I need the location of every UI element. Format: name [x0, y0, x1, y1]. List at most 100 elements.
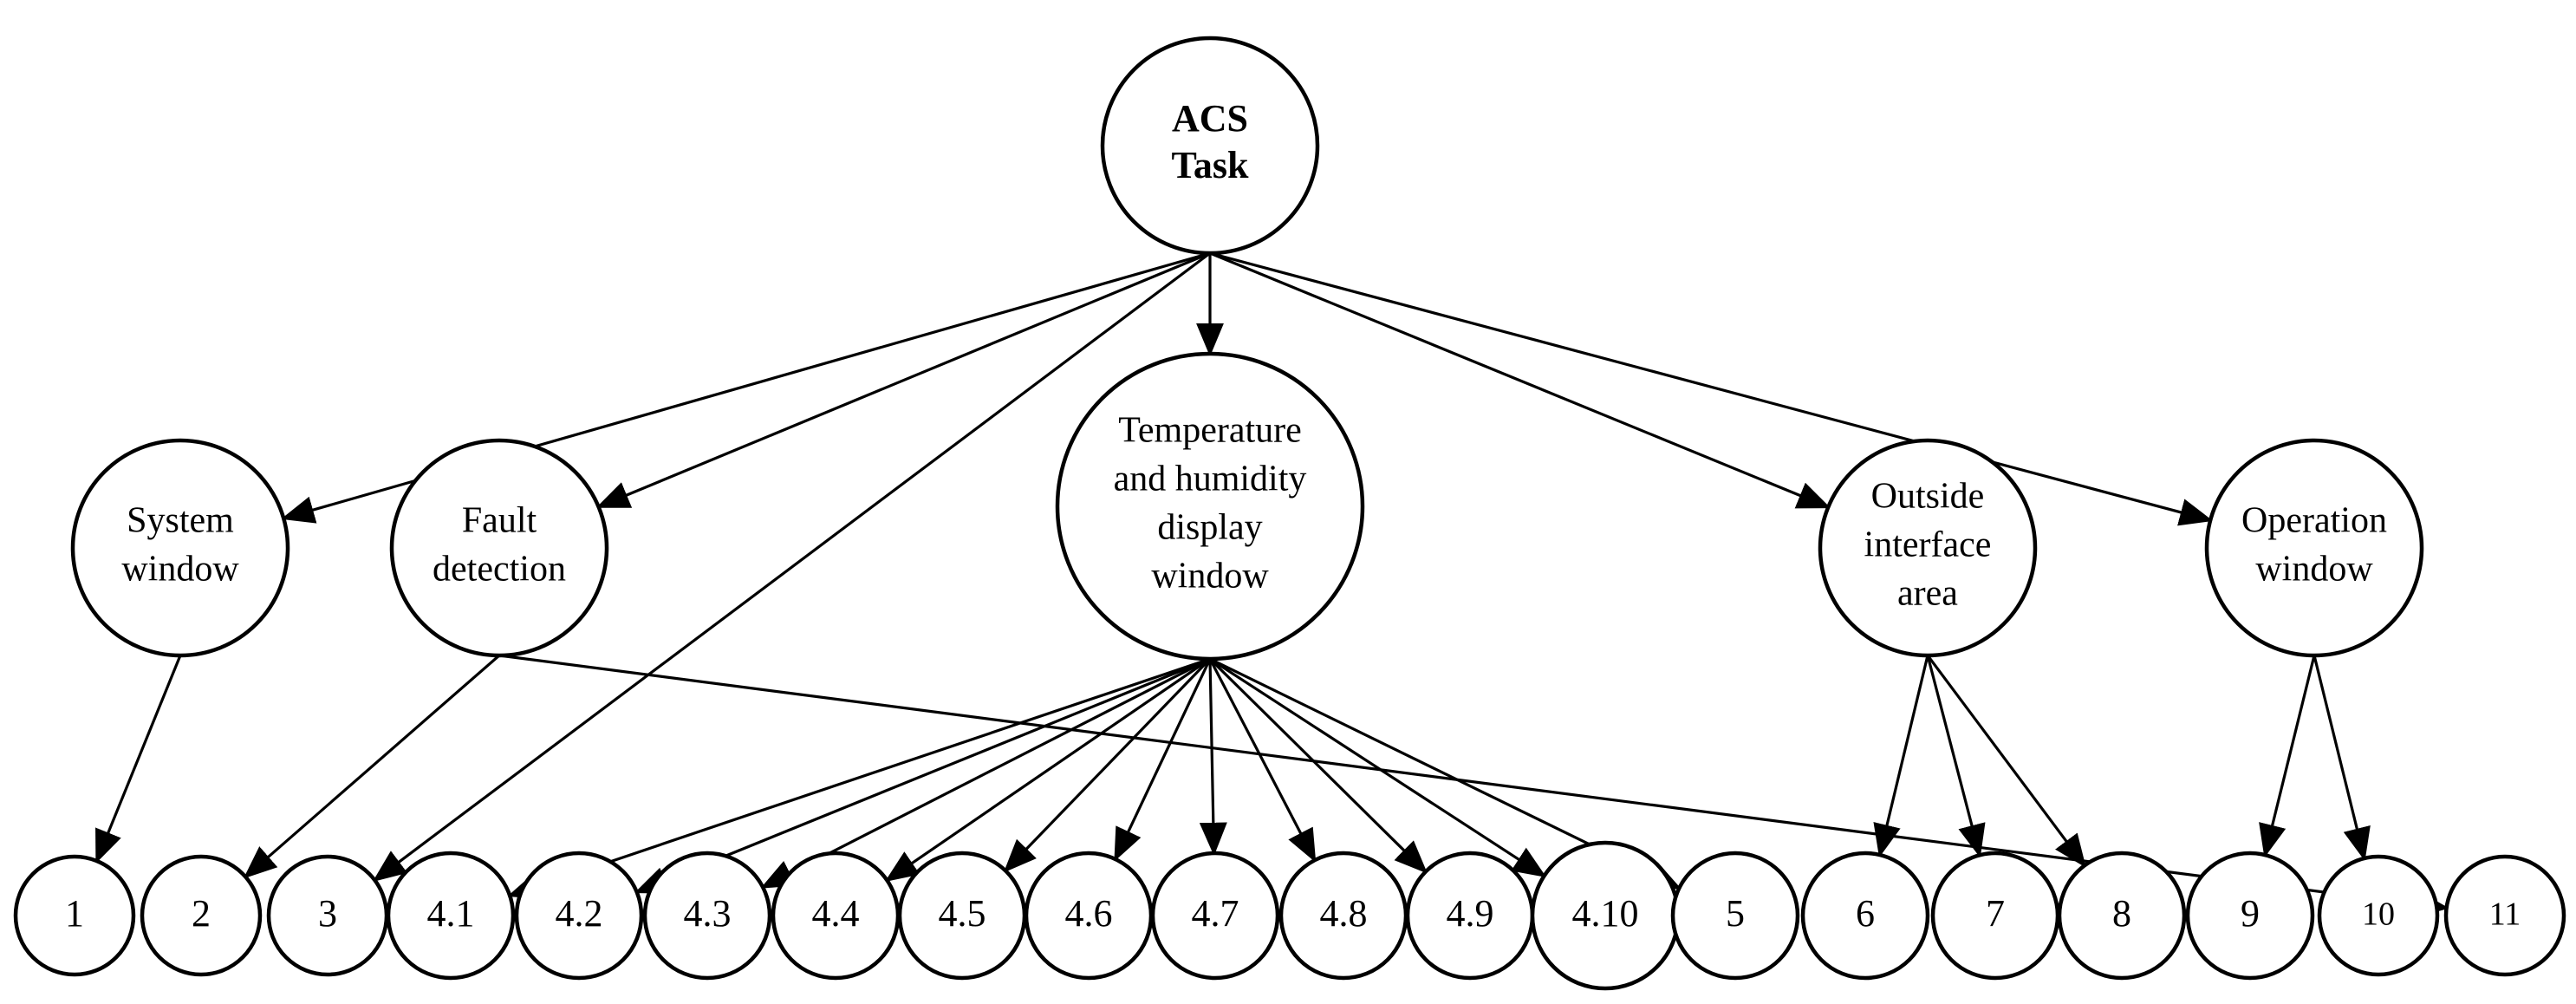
leaf-node-l3: 3 — [266, 854, 389, 977]
node-circle-system — [70, 438, 290, 658]
leaf-node-l42: 4.2 — [514, 851, 644, 981]
leaf-node-l49: 4.9 — [1405, 851, 1535, 981]
leaf-circle-l2 — [140, 854, 263, 977]
node-operation: Operation window — [2204, 438, 2424, 658]
leaf-label-l10: 10 — [2362, 896, 2395, 933]
leaf-circle-l10 — [2317, 854, 2440, 977]
leaf-label-l410: 4.10 — [1572, 892, 1639, 935]
leaf-node-l6: 6 — [1800, 851, 1930, 981]
leaf-node-l41: 4.1 — [386, 851, 516, 981]
node-circle-operation — [2204, 438, 2424, 658]
leaf-label-l46: 4.6 — [1065, 892, 1113, 935]
node-label-temp: display — [1157, 508, 1262, 548]
edge-temp-to-l47 — [1199, 658, 1227, 857]
edge-operation-to-l9 — [2259, 655, 2316, 858]
edge-temp-to-l44 — [884, 657, 1211, 883]
leaf-label-l42: 4.2 — [556, 892, 603, 935]
node-label-operation: window — [2255, 550, 2373, 590]
leaf-node-l7: 7 — [1930, 851, 2060, 981]
leaf-circle-l5 — [1670, 851, 1800, 981]
edge-temp-to-l42 — [634, 657, 1211, 894]
leaf-label-l48: 4.8 — [1320, 892, 1368, 935]
edge-temp-to-l48 — [1208, 658, 1317, 863]
edge-acs-to-fault — [595, 251, 1211, 508]
leaf-label-l5: 5 — [1726, 892, 1745, 935]
leaf-circle-l43 — [642, 851, 772, 981]
node-label-outside: area — [1897, 574, 1958, 614]
leaf-node-l47: 4.7 — [1150, 851, 1280, 981]
node-circle-outside — [1818, 438, 2038, 658]
node-label-fault: detection — [433, 550, 566, 590]
node-label-operation: Operation — [2241, 501, 2387, 541]
edge-operation-to-l10 — [2313, 655, 2371, 862]
leaf-circle-l1 — [13, 854, 136, 977]
node-circle-temp — [1055, 351, 1365, 662]
edge-system-to-l1 — [95, 655, 182, 864]
leaf-label-l49: 4.9 — [1447, 892, 1494, 935]
node-label-outside: Outside — [1871, 477, 1985, 517]
leaf-node-l410: 4.10 — [1530, 840, 1681, 991]
leaf-label-l1: 1 — [65, 892, 84, 935]
node-circle-acs — [1100, 36, 1320, 256]
leaf-label-l45: 4.5 — [939, 892, 986, 935]
node-label-temp: Temperature — [1118, 411, 1302, 451]
edge-acs-to-l3 — [372, 251, 1211, 883]
leaf-label-l11: 11 — [2489, 896, 2521, 933]
leaf-label-l47: 4.7 — [1192, 892, 1239, 935]
leaf-circle-l47 — [1150, 851, 1280, 981]
leaf-label-l43: 4.3 — [684, 892, 732, 935]
node-temp: Temperature and humidity display window — [1055, 351, 1365, 662]
leaf-circle-l8 — [2057, 851, 2187, 981]
node-label-temp: and humidity — [1114, 460, 1307, 499]
edge-temp-to-l45 — [1003, 657, 1212, 873]
node-label-acs: Task — [1172, 144, 1249, 186]
leaf-node-l48: 4.8 — [1278, 851, 1408, 981]
leaf-node-l5: 5 — [1670, 851, 1800, 981]
node-label-temp: window — [1151, 557, 1269, 597]
leaf-label-l3: 3 — [318, 892, 337, 935]
leaf-label-l2: 2 — [192, 892, 211, 935]
leaf-circle-l11 — [2443, 854, 2566, 977]
leaf-node-l1: 1 — [13, 854, 136, 977]
node-system: System window — [70, 438, 290, 658]
edge-fault-to-l2 — [243, 654, 501, 879]
edge-temp-to-l49 — [1208, 657, 1428, 874]
leaf-circle-l6 — [1800, 851, 1930, 981]
node-label-fault: Fault — [462, 501, 537, 541]
node-label-outside: interface — [1864, 525, 1992, 565]
leaf-circle-l41 — [386, 851, 516, 981]
edge-temp-to-l43 — [760, 657, 1211, 889]
edge-temp-to-l410 — [1209, 657, 1547, 878]
edge-temp-to-l46 — [1114, 658, 1212, 862]
leaf-node-l46: 4.6 — [1024, 851, 1154, 981]
leaf-node-l43: 4.3 — [642, 851, 772, 981]
node-outside: Outside interface area — [1818, 438, 2038, 658]
edge-outside-to-l6 — [1873, 655, 1929, 858]
edge-outside-to-l7 — [1926, 655, 1986, 858]
edge-outside-to-l8 — [1926, 655, 2086, 868]
leaf-node-l8: 8 — [2057, 851, 2187, 981]
leaf-node-l2: 2 — [140, 854, 263, 977]
leaf-label-l41: 4.1 — [427, 892, 475, 935]
node-label-system: System — [127, 501, 234, 541]
leaf-label-l9: 9 — [2241, 892, 2260, 935]
node-circle-fault — [389, 438, 609, 658]
leaf-label-l7: 7 — [1986, 892, 2005, 935]
leaf-label-l44: 4.4 — [812, 892, 860, 935]
leaf-node-l11: 11 — [2443, 854, 2566, 977]
leaf-circle-l9 — [2185, 851, 2315, 981]
leaf-node-l9: 9 — [2185, 851, 2315, 981]
node-label-acs: ACS — [1172, 97, 1248, 140]
leaf-label-l8: 8 — [2112, 892, 2131, 935]
leaf-node-l45: 4.5 — [897, 851, 1027, 981]
leaf-node-l44: 4.4 — [771, 851, 901, 981]
node-label-system: window — [121, 550, 239, 590]
leaf-circle-l42 — [514, 851, 644, 981]
leaf-label-l6: 6 — [1856, 892, 1875, 935]
edge-acs-to-operation — [1209, 251, 2214, 526]
node-fault: Fault detection — [389, 438, 609, 658]
